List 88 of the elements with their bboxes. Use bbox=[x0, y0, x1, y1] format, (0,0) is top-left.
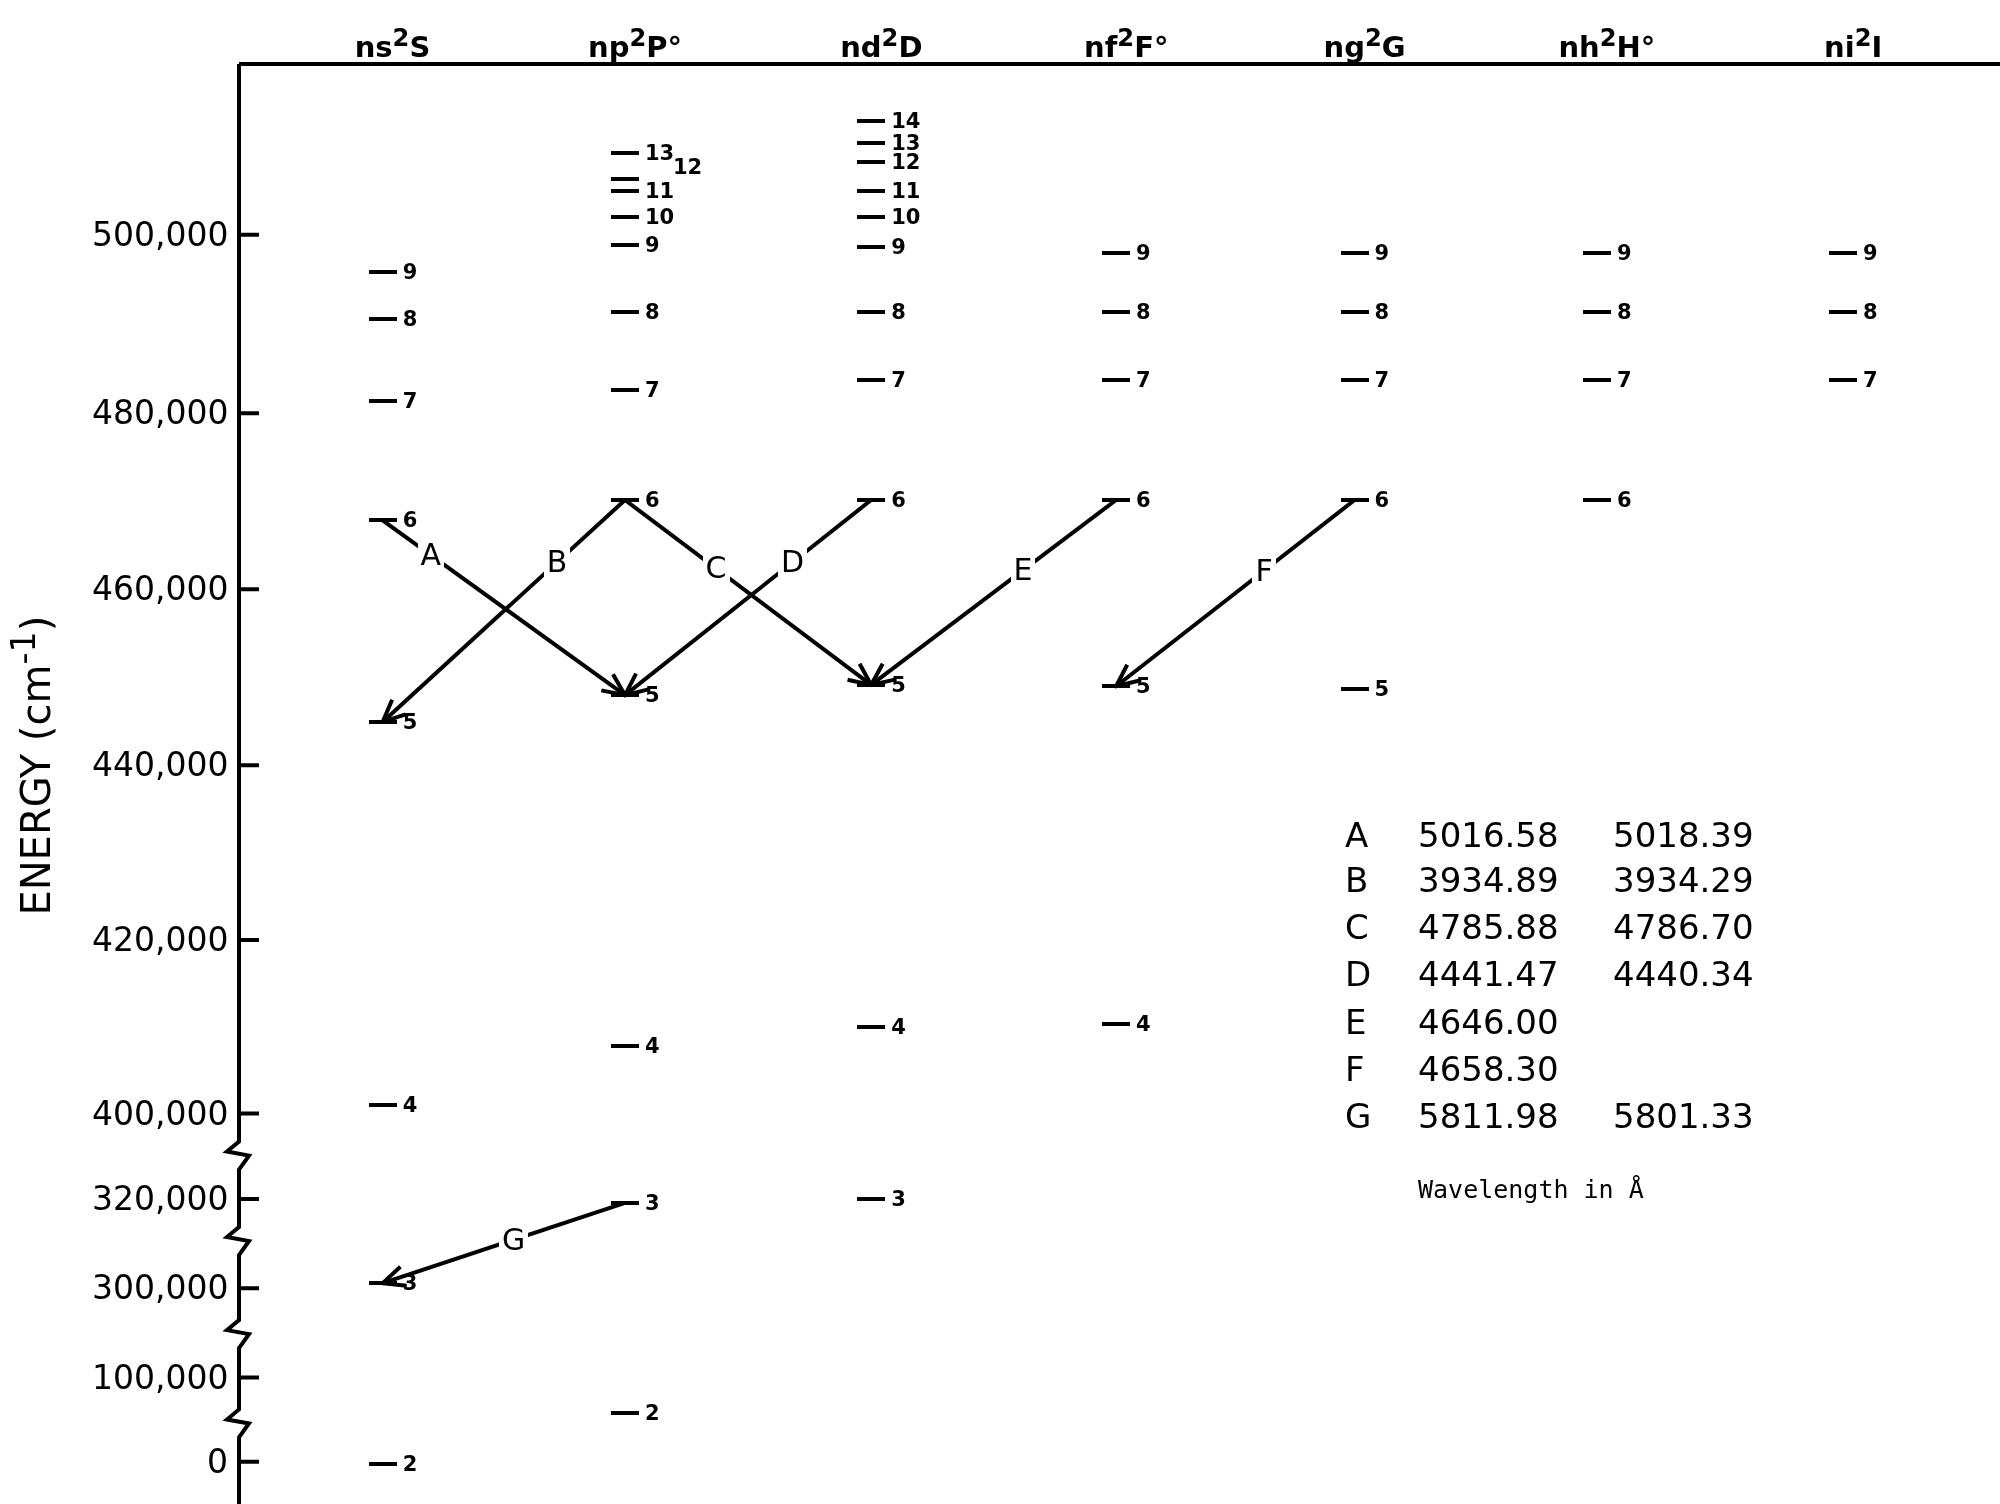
level-number: 5 bbox=[645, 684, 660, 707]
wavelength-value: 5801.33 bbox=[1613, 1097, 1754, 1136]
level-number: 2 bbox=[402, 1453, 418, 1476]
level-number: 5 bbox=[1136, 675, 1151, 698]
level-number: 5 bbox=[402, 710, 418, 733]
level-number: 3 bbox=[891, 1187, 906, 1210]
transition-letter: D bbox=[1345, 955, 1372, 994]
level-number: 9 bbox=[1136, 241, 1151, 264]
wavelength-value: 3934.89 bbox=[1418, 861, 1559, 900]
axis-tick-label: 320,000 bbox=[92, 1180, 229, 1217]
column-heading: nd$^{2}$D bbox=[840, 22, 923, 64]
level-number: 8 bbox=[1374, 301, 1390, 324]
level-number: 8 bbox=[645, 301, 660, 324]
level-number: 8 bbox=[1616, 301, 1632, 324]
level-number: 4 bbox=[645, 1034, 660, 1057]
axis-tick-label: 460,000 bbox=[92, 571, 229, 608]
level-number: 7 bbox=[1616, 369, 1632, 392]
wavelength-value: 4658.30 bbox=[1418, 1049, 1559, 1088]
wavelength-value: 5018.39 bbox=[1613, 816, 1754, 855]
column-heading: ns$^{2}$S bbox=[354, 22, 431, 64]
level-number: 4 bbox=[1136, 1013, 1151, 1036]
level-number: 6 bbox=[402, 509, 418, 532]
level-number: 6 bbox=[645, 489, 660, 511]
column-heading: ng$^{2}$G bbox=[1323, 22, 1406, 64]
column-heading: nf$^{2}$F° bbox=[1084, 22, 1169, 64]
level-number: 2 bbox=[645, 1402, 660, 1425]
axis-tick-label: 0 bbox=[207, 1443, 228, 1480]
level-number: 7 bbox=[645, 379, 660, 402]
level-number: 6 bbox=[891, 489, 906, 511]
level-number: 3 bbox=[645, 1191, 660, 1214]
wavelength-value: 4785.88 bbox=[1418, 908, 1559, 947]
level-number: 6 bbox=[1374, 489, 1390, 511]
transition-letter: G bbox=[1345, 1097, 1372, 1136]
column-heading: np$^{2}$P° bbox=[588, 22, 682, 64]
wavelength-value: 3934.29 bbox=[1613, 861, 1754, 900]
wavelength-value: 4440.34 bbox=[1613, 955, 1754, 994]
level-number: 12 bbox=[673, 155, 703, 178]
axis-tick-label: 500,000 bbox=[92, 216, 229, 253]
level-number: 12 bbox=[891, 151, 921, 173]
wavelength-value: 5016.58 bbox=[1418, 816, 1559, 855]
level-number: 6 bbox=[1136, 489, 1151, 511]
transition-label: D bbox=[777, 546, 807, 579]
level-number: 11 bbox=[891, 180, 921, 203]
transition-letter: A bbox=[1345, 816, 1369, 855]
table-note: Wavelength in Å bbox=[1418, 1175, 1644, 1205]
level-number: 5 bbox=[1374, 677, 1390, 700]
axis-tick-label: 400,000 bbox=[92, 1095, 229, 1132]
level-number: 9 bbox=[891, 236, 906, 259]
wavelength-value: 4786.70 bbox=[1613, 908, 1754, 947]
level-number: 5 bbox=[891, 673, 906, 696]
level-number: 8 bbox=[891, 301, 906, 324]
level-number: 7 bbox=[402, 389, 418, 412]
level-number: 13 bbox=[645, 142, 675, 165]
axis-tick-label: 300,000 bbox=[92, 1270, 229, 1307]
axis-tick-label: 100,000 bbox=[92, 1359, 229, 1396]
column-heading: ni$^{2}$I bbox=[1824, 22, 1883, 64]
wavelength-value: 5811.98 bbox=[1418, 1097, 1559, 1136]
level-number: 10 bbox=[645, 205, 675, 228]
transition-letter: B bbox=[1345, 861, 1369, 900]
level-number: 8 bbox=[1136, 301, 1151, 324]
level-number: 9 bbox=[645, 233, 660, 256]
axis-tick-label: 420,000 bbox=[92, 922, 229, 959]
level-number: 8 bbox=[402, 307, 418, 330]
transition-letter: F bbox=[1345, 1049, 1365, 1088]
transition-letter: C bbox=[1345, 908, 1369, 947]
column-heading: nh$^{2}$H° bbox=[1558, 22, 1656, 64]
level-number: 7 bbox=[1863, 369, 1878, 392]
transition-label: B bbox=[543, 546, 571, 579]
level-number: 9 bbox=[402, 260, 418, 283]
level-number: 4 bbox=[891, 1015, 906, 1038]
level-number: 11 bbox=[645, 180, 675, 203]
wavelength-value: 4441.47 bbox=[1418, 955, 1559, 994]
level-number: 7 bbox=[1374, 369, 1390, 392]
level-number: 9 bbox=[1616, 241, 1632, 264]
level-number: 9 bbox=[1863, 241, 1878, 264]
level-number: 6 bbox=[1616, 489, 1632, 511]
wavelength-value: 4646.00 bbox=[1418, 1002, 1559, 1041]
transition-letter: E bbox=[1345, 1002, 1367, 1041]
level-number: 7 bbox=[1136, 369, 1151, 392]
level-number: 7 bbox=[891, 369, 906, 392]
level-number: 10 bbox=[891, 205, 921, 228]
level-number: 9 bbox=[1374, 241, 1390, 264]
level-number: 8 bbox=[1863, 301, 1878, 324]
axis-tick-label: 440,000 bbox=[92, 747, 229, 784]
level-number: 14 bbox=[891, 110, 921, 133]
axis-tick-label: 480,000 bbox=[92, 395, 229, 432]
level-number: 4 bbox=[402, 1093, 418, 1116]
level-number: 13 bbox=[891, 131, 921, 154]
